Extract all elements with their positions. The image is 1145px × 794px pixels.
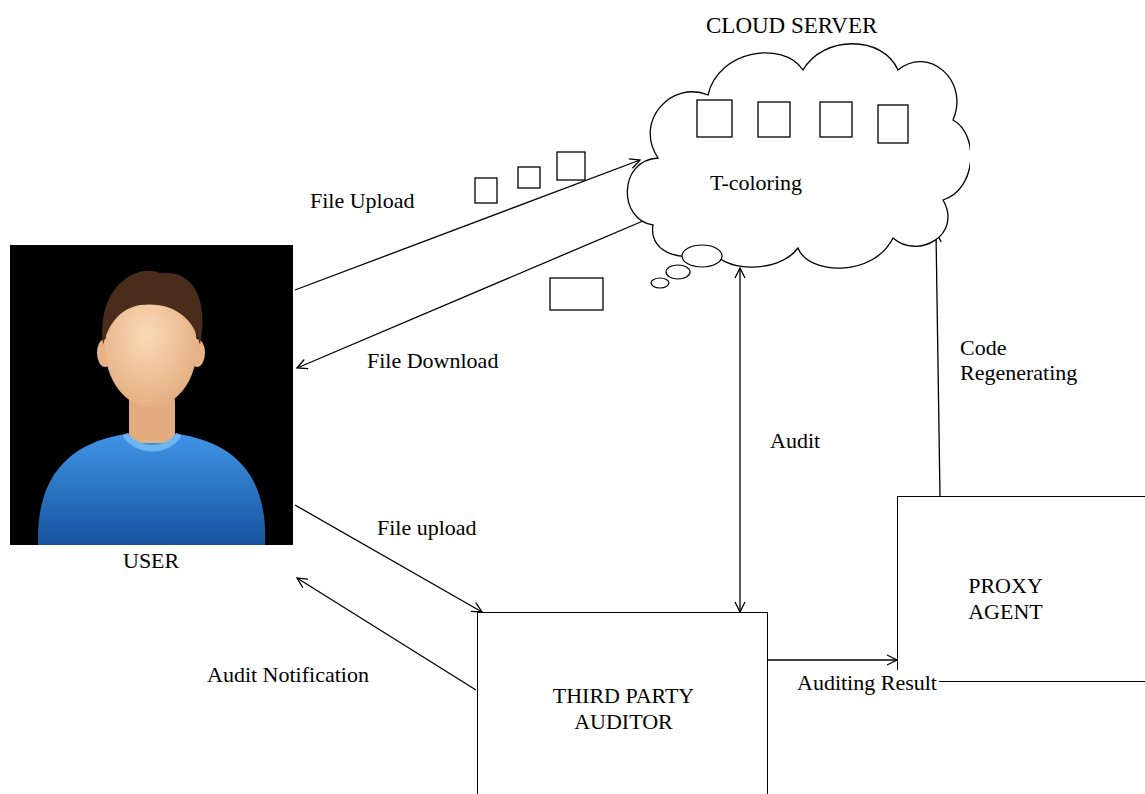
collar xyxy=(122,433,182,452)
edge-label: Code Regenerating xyxy=(958,335,1102,386)
file-block xyxy=(878,105,908,143)
node-label: THIRD PARTY AUDITOR xyxy=(533,683,714,736)
edge-label: Audit xyxy=(768,428,822,453)
sweater xyxy=(38,435,265,545)
node-label: PROXY AGENT xyxy=(943,573,1068,626)
thought-bubble xyxy=(666,265,690,279)
file-block xyxy=(758,102,790,137)
edge-label: Audit Notification xyxy=(205,662,371,687)
file-block xyxy=(697,100,732,137)
cloud-outline xyxy=(618,10,970,292)
connector-arrow xyxy=(739,268,740,612)
user-illustration xyxy=(10,245,293,545)
file-block xyxy=(475,178,497,203)
connector-arrow xyxy=(768,659,897,660)
file-block xyxy=(557,152,585,180)
connector-arrow xyxy=(936,232,940,496)
hair xyxy=(102,271,202,345)
cloud-shape xyxy=(627,44,970,268)
edge-label: Auditing Result xyxy=(795,670,939,695)
thought-bubble xyxy=(682,245,722,267)
user-figure: USER xyxy=(10,245,293,580)
file-block xyxy=(820,102,852,137)
thought-bubble xyxy=(651,278,669,288)
connector-arrow xyxy=(295,160,640,290)
edge-label: File Download xyxy=(365,348,500,373)
process-box: PROXY AGENT xyxy=(897,496,1145,682)
file-block xyxy=(518,167,540,188)
photo-ground xyxy=(10,245,293,545)
edge-label: File Upload xyxy=(308,188,417,213)
connector-arrow xyxy=(297,218,650,368)
file-block xyxy=(550,278,603,310)
connector-arrow xyxy=(295,505,482,612)
node-heading: CLOUD SERVER xyxy=(706,12,877,40)
node-label: T-coloring xyxy=(710,170,802,196)
process-box: THIRD PARTY AUDITOR xyxy=(477,612,768,794)
cloud-server: CLOUD SERVER T-coloring xyxy=(618,10,970,292)
node-label: USER xyxy=(123,548,179,574)
edge-label: File upload xyxy=(375,515,479,540)
